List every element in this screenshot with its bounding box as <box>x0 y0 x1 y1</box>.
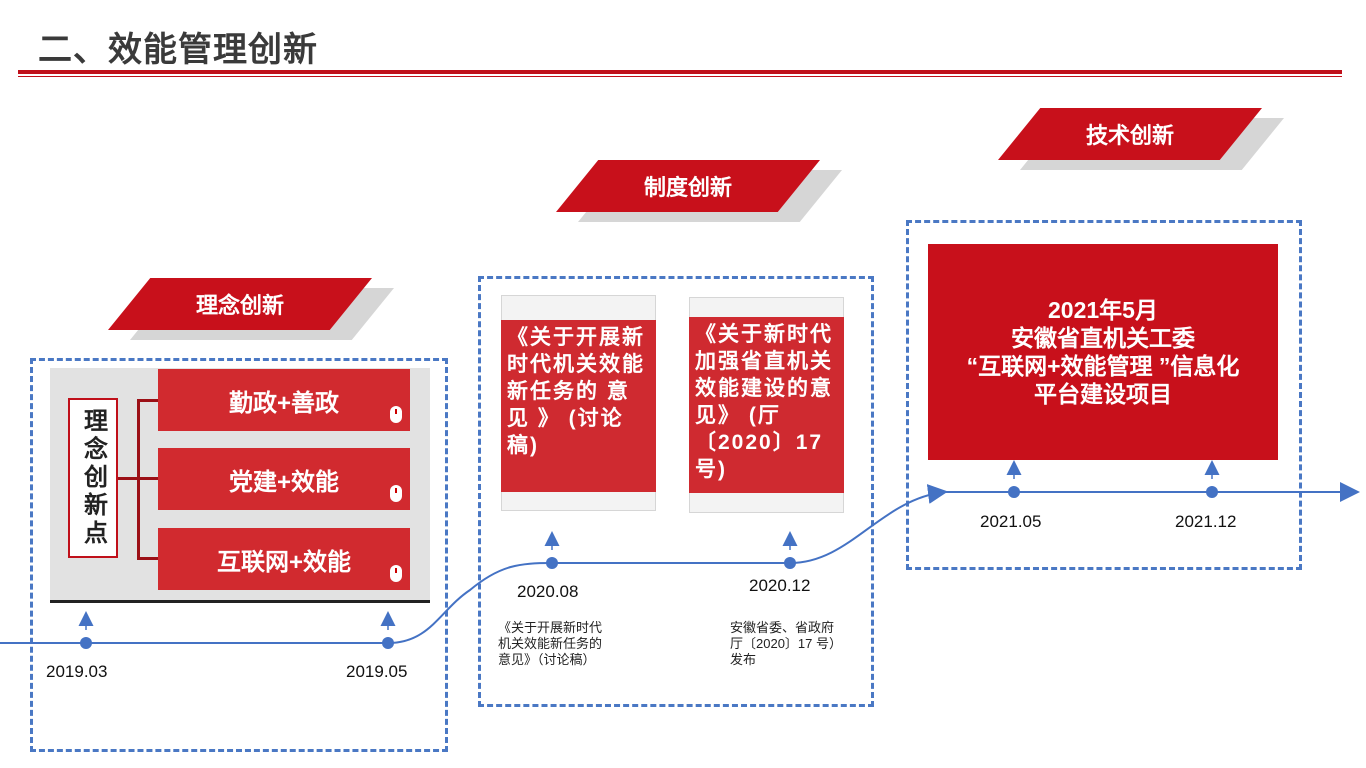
date-label: 2020.12 <box>749 576 811 595</box>
tech-project-box: 2021年5月 安徽省直机关工委 “互联网+效能管理 ”信息化 平台建设项目 <box>928 244 1278 460</box>
concept-panel-baseline <box>50 600 430 603</box>
bracket-stub <box>118 477 138 480</box>
timeline-note-2020-08: 《关于开展新时代 机关效能新任务的 意见》（讨论稿） <box>498 620 603 667</box>
timeline-point <box>80 637 92 649</box>
tech-box-line: “互联网+效能管理 ”信息化 <box>966 353 1240 379</box>
date-label: 2019.03 <box>46 662 108 681</box>
timeline-point <box>784 557 796 569</box>
concept-item-party-building[interactable]: 党建+效能 <box>158 448 410 510</box>
date-label: 2019.05 <box>346 662 408 681</box>
timeline-line <box>0 484 948 644</box>
page-title: 二、效能管理创新 <box>38 31 318 69</box>
timeline-point <box>1008 486 1020 498</box>
concept-item-label: 党建+效能 <box>228 468 339 496</box>
system-group-frame <box>478 276 874 707</box>
concept-innovation-banner: 理念创新 <box>108 278 394 340</box>
mouse-icon <box>390 565 402 582</box>
tech-innovation-banner: 技术创新 <box>998 108 1284 170</box>
mouse-icon <box>390 485 402 502</box>
bracket-arm-1 <box>137 399 159 402</box>
date-label: 2020.08 <box>517 582 579 601</box>
tech-box-line: 安徽省直机关工委 <box>1011 325 1195 351</box>
timeline-point <box>546 557 558 569</box>
date-label: 2021.12 <box>1175 512 1237 531</box>
concept-item-diligence[interactable]: 勤政+善政 <box>158 369 410 431</box>
concept-item-label: 互联网+效能 <box>216 548 351 576</box>
timeline-point <box>382 637 394 649</box>
title-underline-thin <box>18 76 1342 77</box>
system-innovation-banner: 制度创新 <box>556 160 842 222</box>
date-label: 2021.05 <box>980 512 1042 531</box>
title-underline <box>18 70 1342 74</box>
concept-item-label: 勤政+善政 <box>228 389 339 417</box>
concept-item-internet[interactable]: 互联网+效能 <box>158 528 410 590</box>
tech-group-frame <box>906 220 1302 570</box>
tech-box-line: 2021年5月 <box>1048 297 1158 323</box>
document-title-official: 《关于新时代加强省直机关效能建设的意见》 (厅〔2020〕17号) <box>689 317 844 493</box>
document-title-draft: 《关于开展新时代机关效能新任务的 意 见 》 (讨论稿) <box>501 320 656 492</box>
tech-box-line: 平台建设项目 <box>1034 381 1172 407</box>
timeline-note-2020-12: 安徽省委、省政府 厅〔2020〕17 号） 发布 <box>730 620 842 667</box>
timeline-point <box>1206 486 1218 498</box>
bracket-arm-3 <box>137 557 159 560</box>
concept-group-frame <box>30 358 448 752</box>
concept-points-label: 理念创新点 <box>68 398 118 558</box>
bracket-arm-2 <box>137 477 159 480</box>
mouse-icon <box>390 406 402 423</box>
